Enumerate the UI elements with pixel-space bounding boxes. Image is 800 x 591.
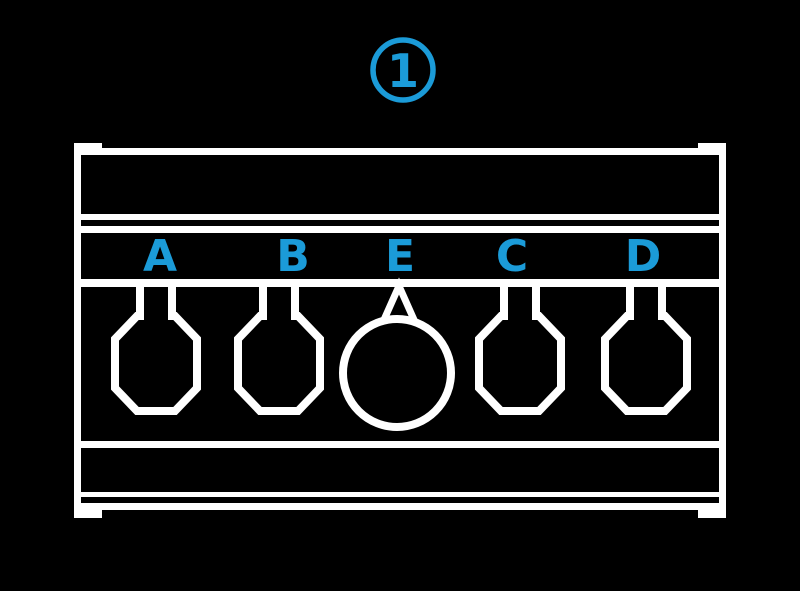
panel-bottom-right-tab (698, 508, 726, 518)
knob-a-octagon-icon (111, 284, 201, 415)
figure-number: 1 (387, 44, 419, 98)
knob-e-circle (339, 315, 455, 431)
knob-c-octagon-icon (475, 284, 565, 415)
panel-top-edge (78, 148, 722, 155)
figure-number-circle-icon (370, 37, 436, 103)
knob-d-octagon-icon (601, 284, 691, 415)
knob-label-c: C (496, 231, 528, 282)
knob-row (111, 277, 691, 431)
knob-label-a: A (143, 231, 177, 282)
panel-upper-divider-2 (81, 226, 719, 233)
panel-upper-divider-1 (81, 214, 719, 220)
panel-left-edge (74, 143, 81, 518)
knob-b-octagon-icon (234, 284, 324, 415)
knob-label-d: D (625, 231, 662, 282)
knob-labels: A B E C D (143, 231, 661, 282)
knob-band-bottom-line (81, 441, 719, 448)
panel-bottom-edge (78, 503, 722, 510)
amp-panel-frame (74, 143, 726, 518)
figure-number-badge: 1 (370, 37, 436, 103)
knob-label-b: B (276, 231, 310, 282)
panel-lower-divider (81, 492, 719, 497)
knob-e-pointer-icon (379, 277, 419, 324)
panel-bottom-left-tab (74, 508, 102, 518)
panel-right-edge (719, 143, 726, 518)
knob-label-e: E (385, 231, 415, 282)
knob-e-round-icon (339, 277, 455, 431)
